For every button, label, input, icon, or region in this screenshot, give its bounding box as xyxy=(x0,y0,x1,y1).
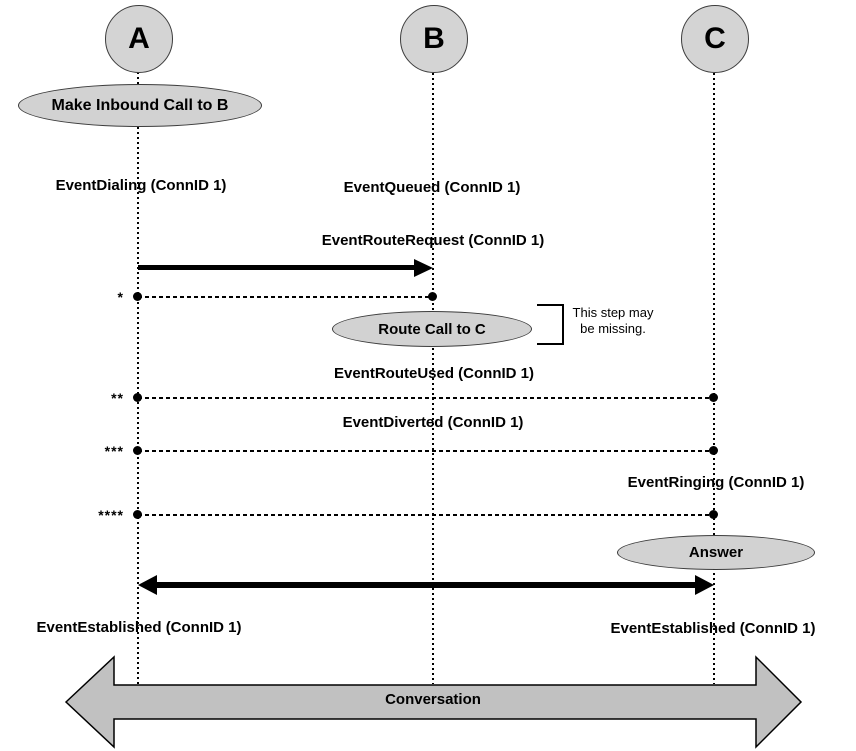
route-request-arrow-shaft xyxy=(138,265,414,270)
actor-b-circle: B xyxy=(400,5,468,73)
event-established-right-label: EventEstablished (ConnID 1) xyxy=(610,620,816,637)
optional-step-bracket xyxy=(537,304,564,345)
event-ringing-label: EventRinging (ConnID 1) xyxy=(627,474,805,491)
step1-dot-b xyxy=(428,292,437,301)
established-arrow-shaft xyxy=(157,582,695,588)
established-arrowhead-left-icon xyxy=(138,575,157,595)
step2-dot-a xyxy=(133,393,142,402)
conversation-label: Conversation xyxy=(385,691,481,708)
step4-dot-a xyxy=(133,510,142,519)
bubble-make-inbound-call: Make Inbound Call to B xyxy=(18,84,262,127)
established-arrowhead-right-icon xyxy=(695,575,714,595)
step2-marker: ** xyxy=(111,390,124,406)
actor-c-label: C xyxy=(704,22,726,55)
step2-dashed-line xyxy=(138,397,714,399)
event-diverted-label: EventDiverted (ConnID 1) xyxy=(342,414,524,431)
actor-b-label: B xyxy=(423,22,445,55)
step3-dashed-line xyxy=(138,450,714,452)
event-dialing-label: EventDialing (ConnID 1) xyxy=(55,177,227,194)
lifeline-c xyxy=(713,73,715,684)
step4-dot-c xyxy=(709,510,718,519)
actor-a-label: A xyxy=(128,22,150,55)
step3-dot-c xyxy=(709,446,718,455)
optional-step-note-line1: This step may xyxy=(572,305,654,320)
step2-dot-c xyxy=(709,393,718,402)
step1-marker: * xyxy=(117,289,124,305)
actor-a-circle: A xyxy=(105,5,173,73)
event-established-left-label: EventEstablished (ConnID 1) xyxy=(36,619,242,636)
step3-dot-a xyxy=(133,446,142,455)
bubble-make-inbound-call-label: Make Inbound Call to B xyxy=(51,96,229,114)
lifeline-b xyxy=(432,73,434,684)
step3-marker: *** xyxy=(104,443,124,459)
conversation-arrow-shape xyxy=(64,655,803,749)
step1-dashed-line xyxy=(138,296,433,298)
step1-dot-a xyxy=(133,292,142,301)
route-request-arrowhead-icon xyxy=(414,259,433,277)
step4-marker: **** xyxy=(98,507,124,523)
bubble-route-call-to-c: Route Call to C xyxy=(332,311,532,347)
bubble-answer-label: Answer xyxy=(688,544,744,561)
event-route-used-label: EventRouteUsed (ConnID 1) xyxy=(333,365,535,382)
event-route-request-label: EventRouteRequest (ConnID 1) xyxy=(321,232,545,249)
optional-step-note: This step may be missing. xyxy=(561,305,665,337)
bubble-answer: Answer xyxy=(617,535,815,570)
event-queued-label: EventQueued (ConnID 1) xyxy=(343,179,521,196)
bubble-route-call-to-c-label: Route Call to C xyxy=(378,320,486,338)
actor-c-circle: C xyxy=(681,5,749,73)
step4-dashed-line xyxy=(138,514,714,516)
conversation-arrow xyxy=(64,655,803,749)
lifeline-a xyxy=(137,72,139,684)
optional-step-note-line2: be missing. xyxy=(580,321,646,336)
